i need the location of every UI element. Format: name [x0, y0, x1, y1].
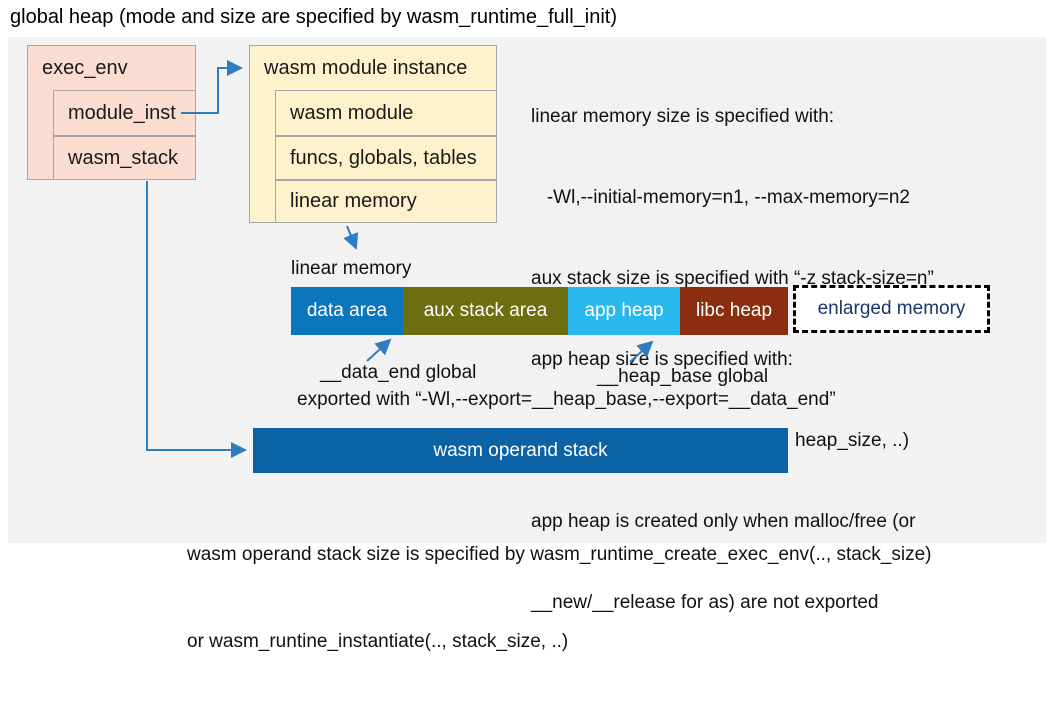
exec-env-title: exec_env: [42, 57, 128, 79]
note-line: app heap is created only when malloc/fre…: [531, 511, 916, 532]
linear-memory-label: linear memory: [291, 258, 412, 279]
module-instance-field-linear-memory: linear memory: [275, 180, 497, 223]
note-line: or wasm_runtine_instantiate(.., stack_si…: [187, 631, 569, 652]
exec-env-field-wasm-stack: wasm_stack: [53, 136, 196, 180]
bottom-notes: wasm operand stack size is specified by …: [187, 482, 932, 714]
data-end-global-label: __data_end global: [320, 362, 477, 383]
note-line: linear memory size is specified with:: [531, 106, 835, 127]
diagram-canvas: global heap (mode and size are specified…: [8, 6, 1046, 652]
note-line: aux stack size is specified with “-z sta…: [531, 268, 934, 289]
note-line: -Wl,--initial-memory=n1, --max-memory=n2: [531, 187, 910, 208]
module-instance-field-funcs-globals-tables: funcs, globals, tables: [275, 136, 497, 180]
segment-aux-stack-area: aux stack area: [403, 287, 568, 335]
exec-env-field-module-inst: module_inst: [53, 90, 196, 136]
diagram-title: global heap (mode and size are specified…: [10, 6, 617, 28]
segment-data-area: data area: [291, 287, 403, 335]
module-instance-title: wasm module instance: [264, 57, 468, 79]
segment-app-heap: app heap: [568, 287, 680, 335]
note-line: wasm operand stack size is specified by …: [187, 544, 932, 565]
module-instance-field-wasm-module: wasm module: [275, 90, 497, 136]
segment-enlarged-memory: enlarged memory: [793, 285, 990, 333]
heap-base-global-label: __heap_base global: [597, 366, 769, 387]
segment-libc-heap: libc heap: [680, 287, 788, 335]
exported-with-label: exported with “-Wl,--export=__heap_base,…: [297, 389, 836, 410]
wasm-operand-stack-bar: wasm operand stack: [253, 428, 788, 473]
